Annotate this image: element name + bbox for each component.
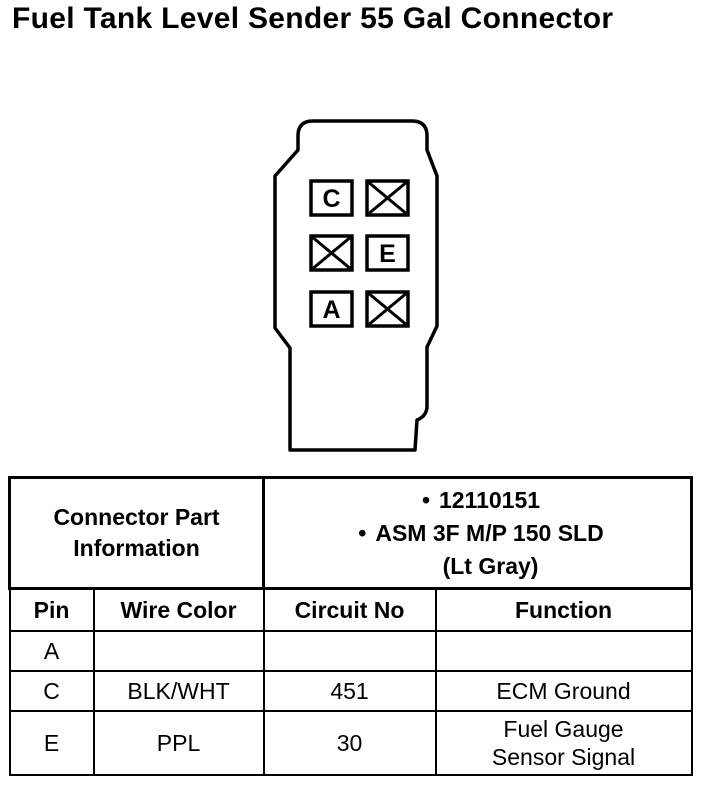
header-circuit-no: Circuit No [262, 587, 437, 632]
cavity-a-label: A [322, 296, 340, 324]
part-info-row: Connector Part Information •12110151 •AS… [7, 476, 694, 590]
table-row: C BLK/WHT 451 ECM Ground [8, 670, 693, 712]
row-a-function [434, 630, 693, 672]
row-a-pin: A [8, 630, 95, 672]
row-a-wire-color [92, 630, 265, 672]
row-e-circuit: 30 [262, 710, 437, 776]
part-description-line: •ASM 3F M/P 150 SLD [358, 519, 604, 546]
connector-info-table: Connector Part Information •12110151 •AS… [7, 476, 694, 776]
part-number-line: •12110151 [421, 486, 541, 513]
part-color-line: (Lt Gray) [442, 552, 539, 579]
part-info-label: Connector Part Information [7, 476, 266, 590]
cavity-e-label: E [379, 240, 396, 268]
table-row: A [8, 630, 693, 672]
cavity-e: E [365, 234, 410, 272]
page-title: Fuel Tank Level Sender 55 Gal Connector [12, 2, 614, 35]
row-c-function: ECM Ground [434, 670, 693, 712]
cavity-blank-3 [365, 290, 410, 328]
cavity-a: A [309, 290, 354, 328]
row-e-pin: E [8, 710, 95, 776]
row-c-wire-color: BLK/WHT [92, 670, 265, 712]
table-header-row: Pin Wire Color Circuit No Function [8, 587, 693, 632]
header-function: Function [434, 587, 693, 632]
row-e-wire-color: PPL [92, 710, 265, 776]
row-c-circuit: 451 [262, 670, 437, 712]
cavity-blank-2 [309, 234, 354, 272]
cavity-c-label: C [322, 185, 340, 213]
row-c-pin: C [8, 670, 95, 712]
connector-diagram: C E A [273, 119, 439, 452]
header-pin: Pin [8, 587, 95, 632]
cavity-c: C [309, 179, 354, 217]
connector-housing [273, 119, 439, 452]
row-a-circuit [262, 630, 437, 672]
part-info-details: •12110151 •ASM 3F M/P 150 SLD (Lt Gray) [262, 476, 694, 590]
cavity-blank-1 [365, 179, 410, 217]
header-wire-color: Wire Color [92, 587, 265, 632]
